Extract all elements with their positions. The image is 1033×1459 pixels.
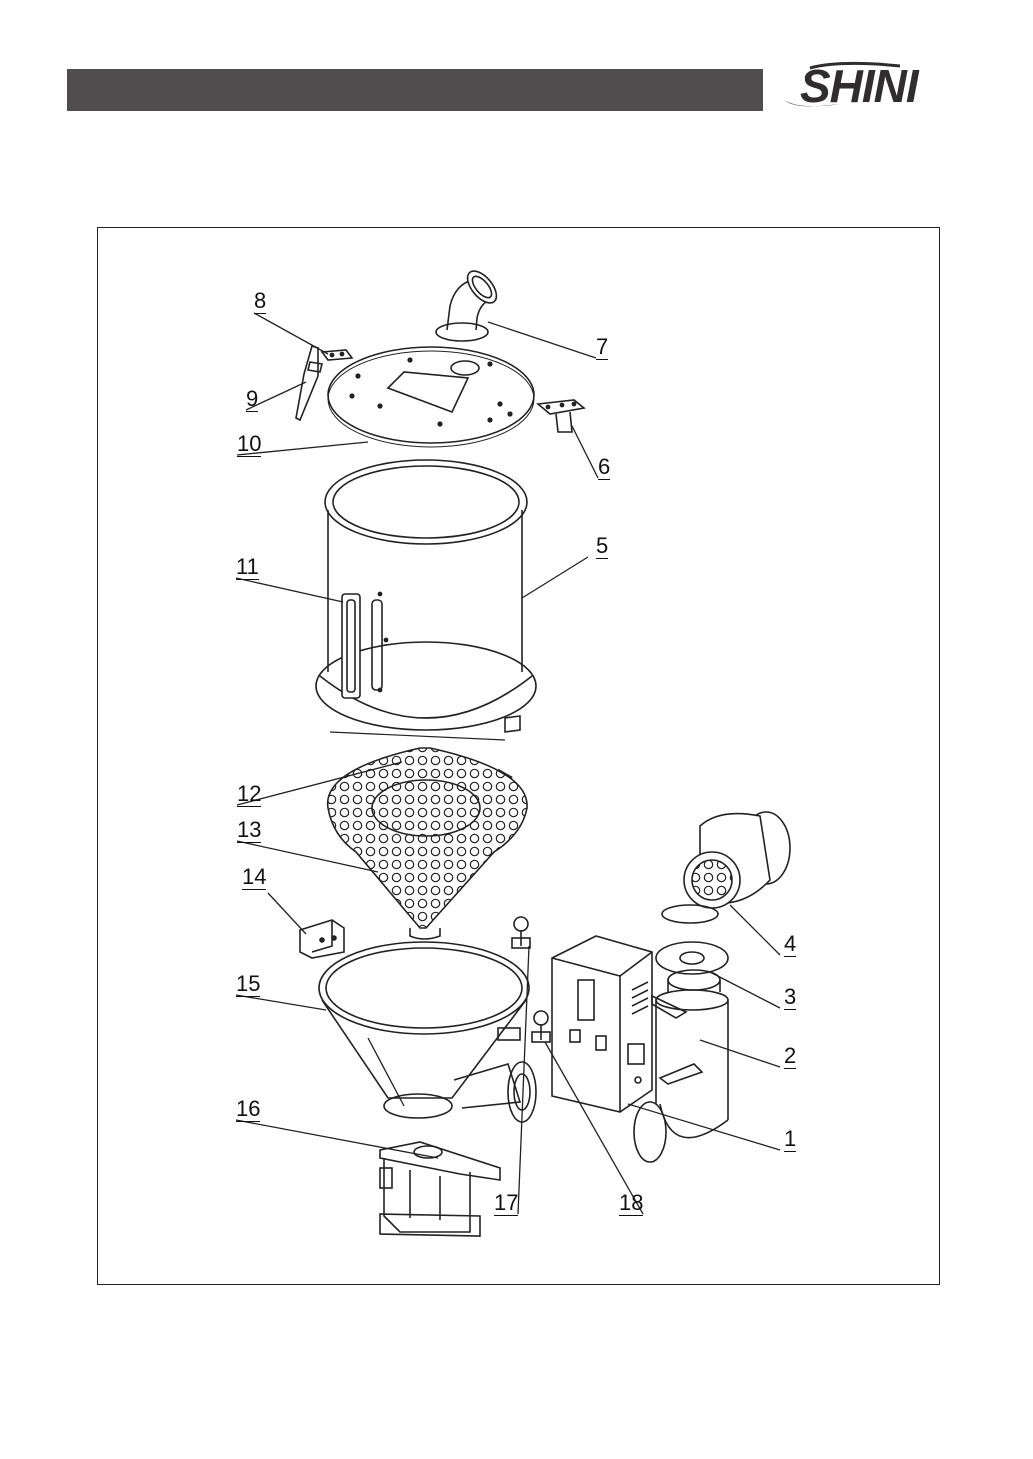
handle-part-9 [296, 346, 322, 420]
callout-15: 15 [236, 973, 260, 997]
hinge-part-6 [538, 400, 584, 432]
filter-flange-part-3 [656, 942, 728, 992]
callout-13: 13 [237, 819, 261, 843]
bracket-part-14 [300, 920, 344, 958]
callout-7: 7 [596, 336, 608, 360]
valve-part-17 [512, 917, 530, 948]
callout-6: 6 [598, 456, 610, 480]
control-box-part-1 [552, 936, 652, 1112]
stand-part-16 [380, 1142, 500, 1236]
leader-lines [236, 313, 780, 1214]
callout-11: 11 [236, 556, 259, 580]
perforated-cone-part-13 [328, 748, 527, 939]
callout-18: 18 [619, 1192, 643, 1216]
elbow-pipe-part-7 [436, 266, 502, 341]
callout-5: 5 [596, 535, 608, 559]
callout-14: 14 [242, 866, 266, 890]
callout-3: 3 [784, 986, 796, 1010]
callout-9: 9 [246, 388, 258, 412]
callout-1: 1 [784, 1128, 796, 1152]
callout-17: 17 [494, 1192, 518, 1216]
lower-cone-part-15 [319, 942, 536, 1122]
callout-16: 16 [236, 1098, 260, 1122]
lid-part-10 [328, 347, 534, 447]
blower-part-4 [662, 812, 790, 923]
valve-part-18 [532, 1011, 550, 1042]
callout-4: 4 [784, 933, 796, 957]
callout-10: 10 [237, 433, 261, 457]
callout-12: 12 [237, 783, 261, 807]
callout-8: 8 [254, 290, 266, 314]
clamp-part-8 [322, 350, 352, 360]
callout-2: 2 [784, 1045, 796, 1069]
